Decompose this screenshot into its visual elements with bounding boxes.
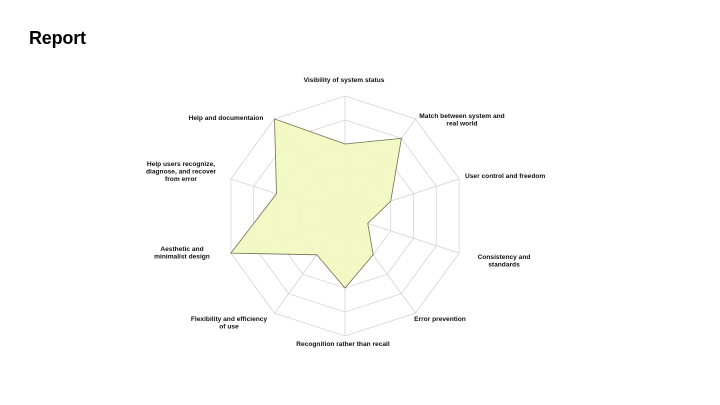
- axis-label-line: User control and freedom: [465, 173, 545, 180]
- axis-label-line: Help and documentaion: [189, 115, 264, 122]
- axis-label-1: Visibility of system status: [304, 77, 385, 84]
- axis-label-10: Help and documentaion: [189, 115, 264, 122]
- axis-label-line: Match between system and: [419, 113, 504, 120]
- axis-label-5: Error prevention: [414, 316, 466, 323]
- axis-label-3: User control and freedom: [465, 173, 545, 180]
- axis-label-9: Help users recognize,diagnose, and recov…: [146, 161, 216, 183]
- axis-label-line: real world: [446, 120, 477, 127]
- axis-label-line: from error: [165, 176, 197, 183]
- axis-label-line: standards: [488, 261, 520, 268]
- axis-label-line: Error prevention: [414, 316, 466, 323]
- axis-label-line: Recognition rather than recall: [296, 341, 390, 348]
- axis-label-line: of use: [219, 323, 239, 330]
- axis-label-line: Flexibility and efficiency: [191, 316, 268, 323]
- axis-label-line: diagnose, and recover: [146, 168, 216, 175]
- axis-label-line: Aesthetic and: [160, 246, 203, 253]
- page-title: Report: [29, 28, 86, 48]
- axis-label-line: Visibility of system status: [304, 77, 385, 84]
- axis-label-6: Recognition rather than recall: [296, 341, 390, 348]
- axis-label-line: minimalist design: [154, 253, 210, 260]
- axis-label-line: Consistency and: [478, 254, 531, 261]
- axis-label-line: Help users recognize,: [147, 161, 215, 168]
